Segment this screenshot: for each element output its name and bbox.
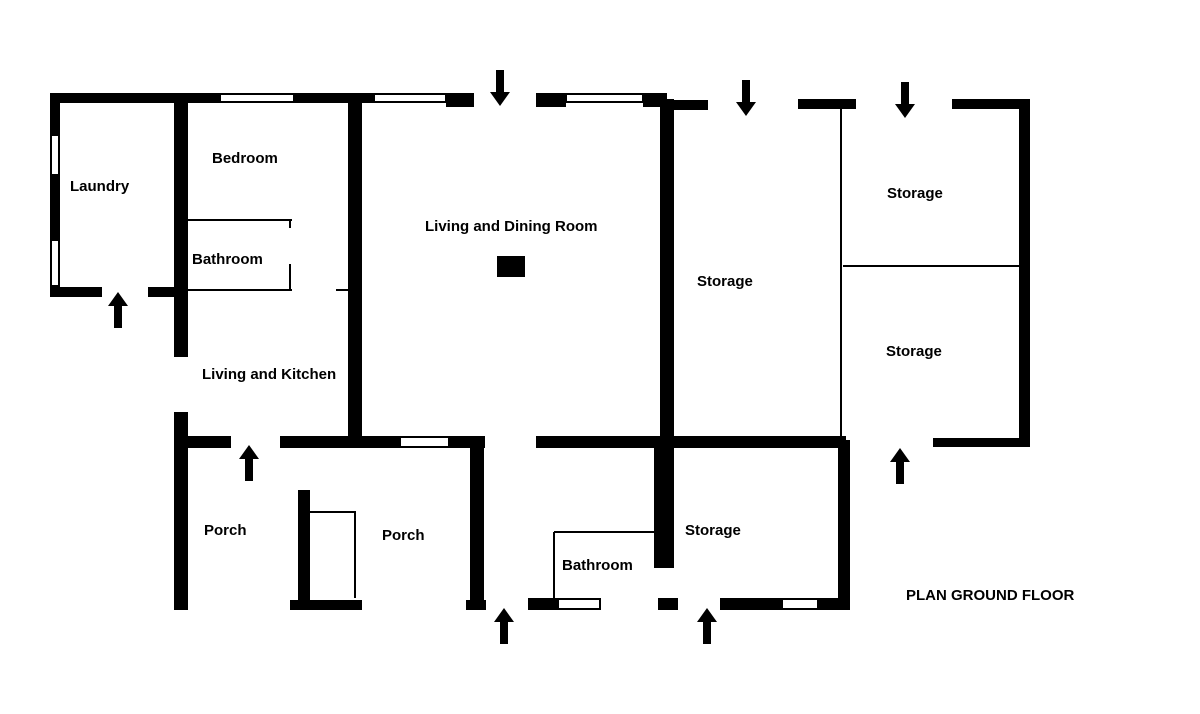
arrow-icon-5 [890, 448, 910, 484]
wall-13 [952, 99, 1030, 109]
wall-7 [446, 93, 474, 107]
room-label-bedroom: Bedroom [212, 150, 278, 167]
wall-29 [720, 598, 782, 610]
window-3 [50, 134, 60, 176]
arrow-icon-2 [895, 82, 915, 118]
wall-23 [466, 600, 486, 610]
wall-1 [50, 93, 60, 297]
room-label-bathroom-upper: Bathroom [192, 251, 263, 268]
wall-12 [798, 99, 856, 109]
wall-0 [50, 93, 220, 103]
wall-5 [294, 93, 374, 103]
room-label-storage-top-right: Storage [887, 185, 943, 202]
wall-6 [348, 99, 362, 439]
window-2 [565, 93, 644, 103]
room-label-laundry: Laundry [70, 178, 130, 195]
wall-26 [654, 440, 674, 568]
room-label-storage-right: Storage [886, 343, 942, 360]
window-5 [399, 436, 450, 448]
wall-20 [536, 436, 846, 448]
wall-8 [536, 93, 566, 107]
window-0 [219, 93, 295, 103]
wall-25 [290, 600, 362, 610]
room-label-porch-left: Porch [204, 522, 247, 539]
wall-3 [148, 287, 180, 297]
walls [50, 93, 1030, 610]
wall-17 [186, 436, 231, 448]
wall-21 [838, 440, 850, 610]
arrow-icon-3 [108, 292, 128, 328]
window-6 [557, 598, 601, 610]
windows [50, 93, 819, 610]
plan-title: PLAN GROUND FLOOR [906, 587, 1074, 604]
room-label-porch-middle: Porch [382, 527, 425, 544]
window-4 [50, 239, 60, 287]
room-label-bathroom-lower: Bathroom [562, 557, 633, 574]
arrow-icon-6 [494, 608, 514, 644]
entrance-arrows [108, 70, 915, 644]
room-label-living-kitchen: Living and Kitchen [202, 366, 336, 383]
arrow-icon-0 [490, 70, 510, 106]
window-1 [373, 93, 447, 103]
fireplace-block [497, 256, 525, 277]
wall-10 [660, 99, 674, 441]
room-label-storage-center: Storage [697, 273, 753, 290]
wall-24 [298, 490, 310, 610]
arrow-icon-1 [736, 80, 756, 116]
wall-4 [174, 99, 188, 357]
room-label-living-dining: Living and Dining Room [425, 218, 598, 235]
wall-30 [818, 598, 850, 610]
room-labels: Laundry Bedroom Bathroom Living and Kitc… [70, 150, 1074, 604]
wall-18 [280, 436, 400, 448]
wall-22 [470, 440, 484, 610]
arrow-icon-7 [697, 608, 717, 644]
wall-15 [933, 438, 1030, 447]
wall-14 [1019, 99, 1030, 446]
wall-27 [528, 598, 558, 610]
wall-2 [50, 287, 102, 297]
room-label-storage-lower: Storage [685, 522, 741, 539]
arrow-icon-4 [239, 445, 259, 481]
wall-16 [174, 412, 188, 610]
window-7 [781, 598, 819, 610]
wall-11 [666, 100, 708, 110]
wall-28 [658, 598, 678, 610]
